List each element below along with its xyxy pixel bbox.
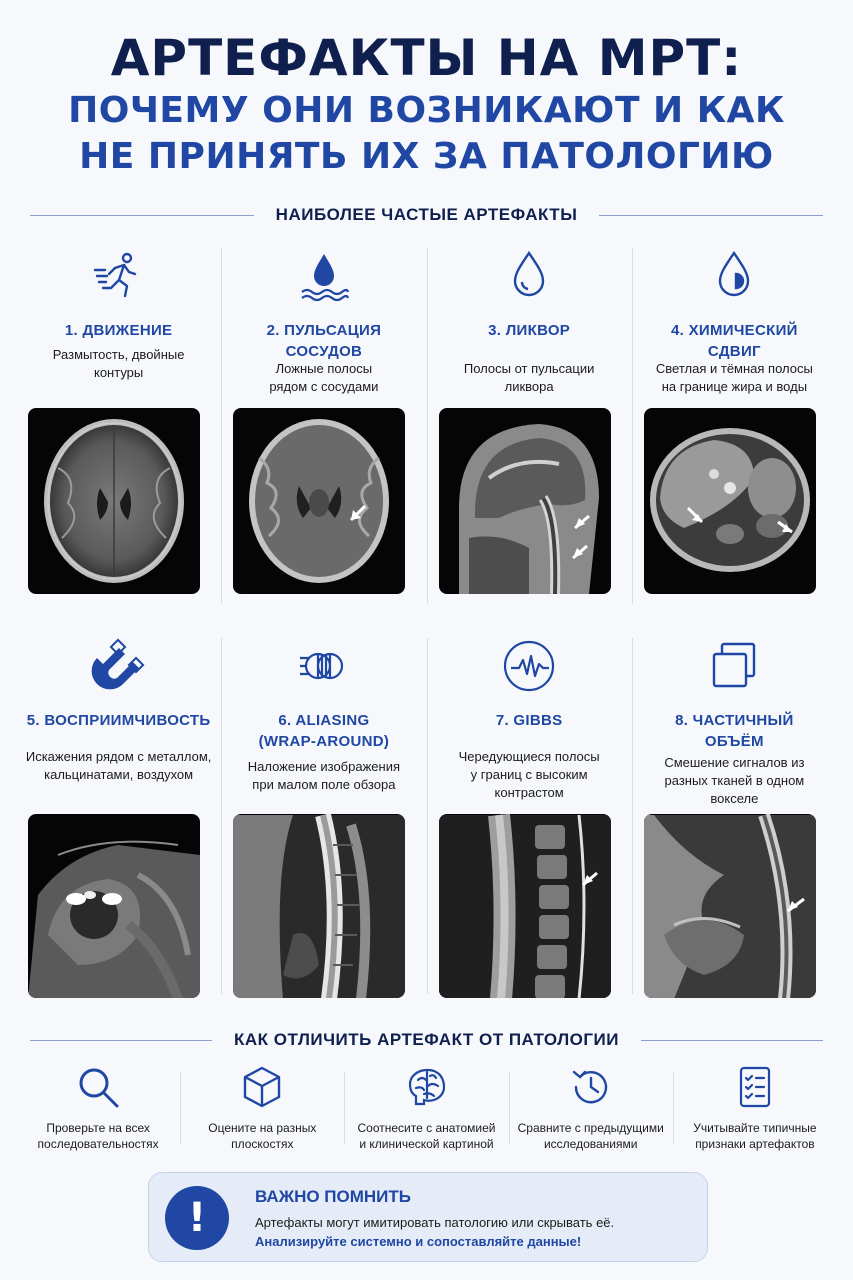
- artifact-title: 4. ХИМИЧЕСКИЙ СДВИГ: [671, 322, 798, 360]
- artifact-card-vessel-pulsation: 2. ПУЛЬСАЦИЯ СОСУДОВ Ложные полосы рядом…: [221, 248, 426, 608]
- divider-line: [30, 1039, 213, 1041]
- tip-text: Учитывайте типичные признаки артефактов: [693, 1121, 817, 1151]
- scan-image-motion: [28, 408, 200, 594]
- artifacts-row-2: 5. ВОСПРИИМЧИВОСТЬ Искажения рядом с мет…: [16, 638, 837, 1002]
- artifact-card-partial-volume: 8. ЧАСТИЧНЫЙ ОБЪЁМ Смешение сигналов из …: [631, 638, 837, 1002]
- tip-planes: Оцените на разных плоскостях: [180, 1062, 344, 1162]
- wrap-around-icon: [296, 638, 352, 694]
- artifact-description: Полосы от пульсации ликвора: [463, 361, 595, 394]
- artifact-description: Чередующиеся полосы у границ с высоким к…: [458, 749, 600, 800]
- title-line-3: НЕ ПРИНЯТЬ ИХ ЗА ПАТОЛОГИЮ: [79, 136, 774, 177]
- artifact-description: Светлая и тёмная полосы на границе жира …: [655, 361, 813, 394]
- title-line-1: АРТЕФАКТЫ НА МРТ:: [110, 29, 743, 87]
- artifact-title: 8. ЧАСТИЧНЫЙ ОБЪЁМ: [675, 712, 794, 750]
- scan-image-csf: [438, 408, 611, 594]
- brain-icon: [404, 1064, 450, 1110]
- divider-line: [599, 214, 824, 216]
- tip-text: Сравните с предыдущими исследованиями: [517, 1121, 664, 1151]
- droplet-outline-icon: [501, 248, 557, 304]
- scan-image-gibbs: [438, 814, 611, 998]
- divider-line: [640, 1039, 823, 1041]
- artifact-card-susceptibility: 5. ВОСПРИИМЧИВОСТЬ Искажения рядом с мет…: [16, 638, 221, 1002]
- artifact-card-csf: 3. ЛИКВОР Полосы от пульсации ликвора: [426, 248, 632, 608]
- divider-line: [30, 214, 254, 216]
- tip-text: Проверьте на всех последовательностях: [37, 1121, 159, 1151]
- notice-text: Артефакты могут имитировать патологию ил…: [255, 1215, 615, 1230]
- section-title-common: НАИБОЛЕЕ ЧАСТЫЕ АРТЕФАКТЫ: [275, 205, 578, 224]
- artifact-card-aliasing: 6. ALIASING (WRAP-AROUND) Наложение изоб…: [221, 638, 426, 1002]
- artifact-description: Ложные полосы рядом с сосудами: [269, 361, 379, 394]
- overlapping-squares-icon: [706, 638, 762, 694]
- clock-history-icon: [568, 1064, 614, 1110]
- scan-image-aliasing: [233, 814, 406, 998]
- section-header-common: НАИБОЛЕЕ ЧАСТЫЕ АРТЕФАКТЫ: [30, 203, 824, 227]
- waveform-icon: [501, 638, 557, 694]
- artifact-description: Наложение изображения при малом поле обз…: [247, 759, 400, 792]
- tip-previous: Сравните с предыдущими исследованиями: [508, 1062, 673, 1162]
- artifact-title: 6. ALIASING (WRAP-AROUND): [258, 712, 390, 750]
- tip-anatomy: Соотнесите с анатомией и клинической кар…: [344, 1062, 508, 1162]
- artifact-description: Смешение сигналов из разных тканей в одн…: [664, 755, 805, 806]
- magnet-icon: [91, 638, 147, 694]
- page-title: АРТЕФАКТЫ НА МРТ: ПОЧЕМУ ОНИ ВОЗНИКАЮТ И…: [0, 28, 853, 180]
- tip-signs: Учитывайте типичные признаки артефактов: [672, 1062, 837, 1162]
- tip-sequences: Проверьте на всех последовательностях: [16, 1062, 180, 1162]
- half-droplet-icon: [706, 248, 762, 304]
- cube-icon: [239, 1064, 285, 1110]
- magnifier-icon: [75, 1064, 121, 1110]
- scan-image-susceptibility: [28, 814, 200, 998]
- section-header-distinguish: КАК ОТЛИЧИТЬ АРТЕФАКТ ОТ ПАТОЛОГИИ: [30, 1028, 823, 1052]
- scan-image-vessel-pulsation: [233, 408, 406, 594]
- artifact-title: 7. GIBBS: [495, 712, 563, 729]
- section-title-distinguish: КАК ОТЛИЧИТЬ АРТЕФАКТ ОТ ПАТОЛОГИИ: [234, 1030, 619, 1049]
- artifact-card-motion: 1. ДВИЖЕНИЕ Размытость, двойные контуры: [16, 248, 221, 608]
- checklist-icon: [732, 1064, 778, 1110]
- artifact-description: Размытость, двойные контуры: [52, 347, 185, 380]
- running-person-icon: [91, 248, 147, 304]
- scan-image-partial-volume: [643, 814, 816, 998]
- artifact-title: 1. ДВИЖЕНИЕ: [64, 322, 173, 339]
- notice-emphasis: Анализируйте системно и сопоставляйте да…: [255, 1234, 582, 1249]
- tip-text: Оцените на разных плоскостях: [208, 1121, 317, 1151]
- artifact-description: Искажения рядом с металлом, кальцинатами…: [25, 749, 212, 782]
- artifact-card-gibbs: 7. GIBBS Чередующиеся полосы у границ с …: [426, 638, 632, 1002]
- artifact-title: 3. ЛИКВОР: [488, 322, 571, 339]
- artifact-title: 5. ВОСПРИИМЧИВОСТЬ: [26, 712, 211, 729]
- important-notice: ! ВАЖНО ПОМНИТЬ Артефакты могут имитиров…: [148, 1172, 708, 1262]
- tips-row: Проверьте на всех последовательностях Оц…: [16, 1062, 837, 1162]
- scan-image-chemical-shift: [643, 408, 816, 594]
- artifact-card-chemical-shift: 4. ХИМИЧЕСКИЙ СДВИГ Светлая и тёмная пол…: [631, 248, 837, 608]
- title-line-2: ПОЧЕМУ ОНИ ВОЗНИКАЮТ И КАК: [68, 90, 785, 131]
- artifacts-row-1: 1. ДВИЖЕНИЕ Размытость, двойные контуры: [16, 248, 837, 608]
- water-drop-icon: [296, 248, 352, 304]
- exclamation-icon: !: [165, 1186, 229, 1250]
- tip-text: Соотнесите с анатомией и клинической кар…: [357, 1121, 496, 1151]
- artifact-title: 2. ПУЛЬСАЦИЯ СОСУДОВ: [266, 322, 382, 360]
- notice-title: ВАЖНО ПОМНИТЬ: [255, 1187, 411, 1206]
